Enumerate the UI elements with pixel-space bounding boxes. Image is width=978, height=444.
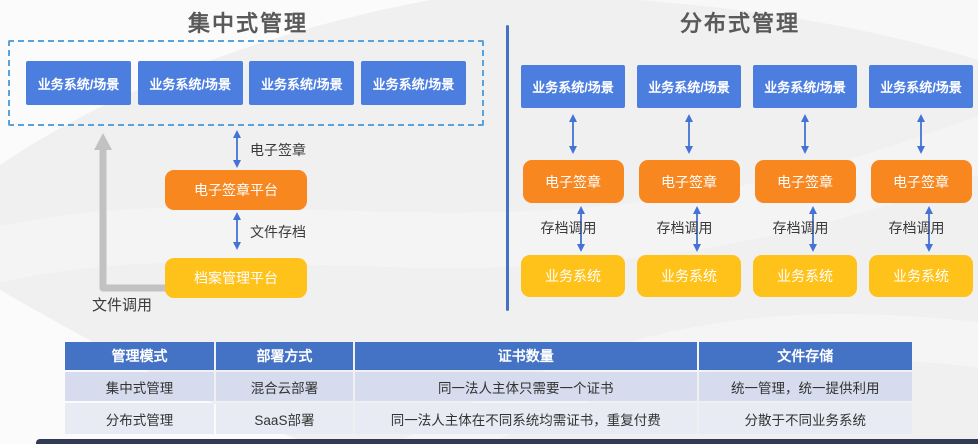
table-cell: 统一管理，统一提供利用 (698, 372, 912, 401)
file-call-arrow-icon (94, 133, 171, 292)
business-scene-box: 业务系统/场景 (249, 61, 355, 105)
double-arrow-icon (925, 206, 933, 252)
table-header-cell: 管理模式 (65, 342, 214, 370)
file-call-label: 文件调用 (92, 297, 153, 314)
double-arrow-icon (685, 114, 693, 154)
table-cell: 分散于不同业务系统 (698, 403, 912, 434)
business-system-box: 业务系统 (637, 255, 741, 297)
table-cell: 集中式管理 (65, 372, 214, 401)
double-arrow-icon (569, 114, 577, 154)
business-scene-box: 业务系统/场景 (753, 65, 857, 108)
double-arrow-icon (233, 130, 241, 168)
archive-call-zone: 存档调用 (869, 203, 973, 255)
arrow-zone (683, 108, 695, 160)
bottom-accent-bar (36, 439, 978, 444)
double-arrow-icon (233, 212, 241, 250)
double-arrow-icon (809, 206, 817, 252)
business-scene-box: 业务系统/场景 (26, 61, 131, 105)
table-row: 分布式管理 SaaS部署 同一法人主体在不同系统均需证书，重复付费 分散于不同业… (65, 403, 912, 434)
section-divider (506, 25, 509, 311)
archive-platform-box: 档案管理平台 (165, 258, 307, 298)
right-section-title: 分布式管理 (679, 11, 800, 36)
archive-call-label: 存档调用 (772, 220, 829, 236)
double-arrow-icon (693, 206, 701, 252)
archive-call-zone: 存档调用 (753, 203, 857, 255)
archive-call-label: 存档调用 (540, 220, 597, 236)
business-scene-box: 业务系统/场景 (137, 61, 243, 105)
arrow-zone (799, 108, 811, 160)
esign-box: 电子签章 (522, 160, 624, 203)
archive-call-label: 存档调用 (888, 220, 945, 236)
business-scene-box: 业务系统/场景 (637, 65, 741, 108)
table-cell: 同一法人主体在不同系统均需证书，重复付费 (354, 403, 697, 434)
table-cell: 分布式管理 (65, 403, 214, 434)
table-header-cell: 文件存储 (698, 342, 912, 370)
business-system-box: 业务系统 (753, 255, 857, 297)
distributed-column: 业务系统/场景 电子签章 存档调用 业务系统 (869, 65, 973, 297)
table-header-cell: 部署方式 (215, 342, 353, 370)
archive-call-label: 存档调用 (656, 220, 713, 236)
archive-arrow-label: 文件存档 (250, 224, 306, 240)
double-arrow-icon (577, 206, 585, 252)
esign-box: 电子签章 (754, 160, 856, 203)
double-arrow-icon (917, 114, 925, 154)
business-system-box: 业务系统 (869, 255, 973, 297)
comparison-table: 管理模式 部署方式 证书数量 文件存储 集中式管理 混合云部署 同一法人主体只需… (65, 342, 912, 436)
distributed-column: 业务系统/场景 电子签章 存档调用 业务系统 (753, 65, 857, 297)
table-cell: 同一法人主体只需要一个证书 (354, 372, 697, 401)
table-cell: 混合云部署 (215, 372, 353, 401)
esign-box: 电子签章 (638, 160, 740, 203)
distributed-columns: 业务系统/场景 电子签章 存档调用 业务系统 业务系统/场景 (521, 65, 973, 297)
business-scene-box: 业务系统/场景 (360, 61, 466, 105)
table-cell: SaaS部署 (215, 403, 353, 434)
business-scene-box: 业务系统/场景 (521, 65, 625, 108)
archive-call-zone: 存档调用 (521, 203, 625, 255)
arrow-zone (915, 108, 927, 160)
table-header-row: 管理模式 部署方式 证书数量 文件存储 (65, 342, 912, 370)
esign-platform-box: 电子签章平台 (165, 170, 307, 210)
table-header-cell: 证书数量 (354, 342, 697, 370)
business-scenes-group: 业务系统/场景 业务系统/场景 业务系统/场景 业务系统/场景 (8, 40, 484, 126)
business-system-box: 业务系统 (521, 255, 625, 297)
left-section-title: 集中式管理 (187, 11, 308, 36)
distributed-column: 业务系统/场景 电子签章 存档调用 业务系统 (637, 65, 741, 297)
double-arrow-icon (801, 114, 809, 154)
esign-arrow-label: 电子签章 (250, 142, 306, 158)
table-row: 集中式管理 混合云部署 同一法人主体只需要一个证书 统一管理，统一提供利用 (65, 372, 912, 401)
arrow-zone (567, 108, 579, 160)
esign-box: 电子签章 (870, 160, 972, 203)
business-scene-box: 业务系统/场景 (869, 65, 973, 108)
distributed-column: 业务系统/场景 电子签章 存档调用 业务系统 (521, 65, 625, 297)
archive-call-zone: 存档调用 (637, 203, 741, 255)
